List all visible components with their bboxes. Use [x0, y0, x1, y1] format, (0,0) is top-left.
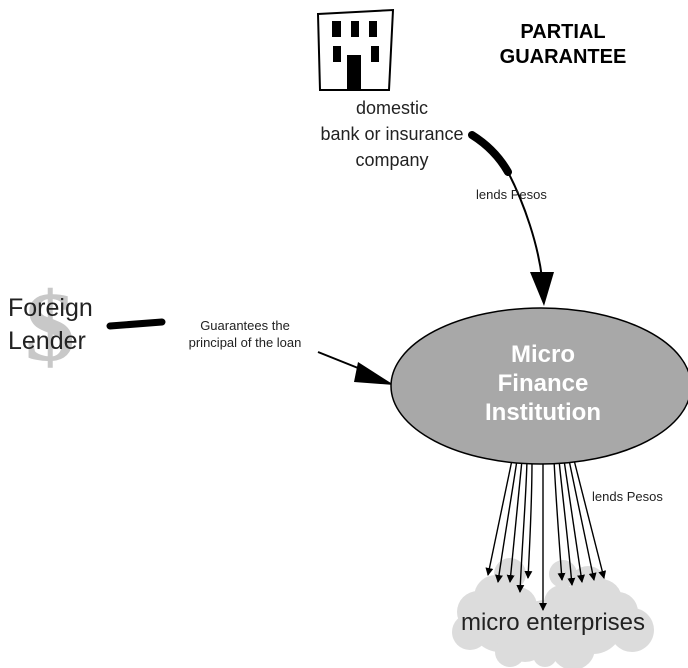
bank-to-mfi-label: lends Pesos: [476, 187, 547, 202]
guarantee-label-line-1: Guarantees the: [200, 318, 290, 333]
title-line-2: GUARANTEE: [499, 46, 627, 68]
diagram-title: PARTIAL GUARANTEE: [468, 20, 658, 70]
micro-enterprises-label: micro enterprises: [460, 609, 646, 636]
mfi-to-enterprises-label: lends Pesos: [592, 489, 663, 504]
foreign-lender-line-2: Lender: [8, 327, 86, 355]
title-line-1: PARTIAL: [520, 21, 606, 43]
bank-to-mfi-arrow: [468, 131, 554, 306]
mfi-label: Micro Finance Institution: [408, 340, 678, 427]
mfi-ellipse: [390, 307, 688, 465]
mfi-to-enterprises-arrows: [485, 459, 607, 611]
bank-label-line-3: company: [355, 150, 429, 170]
bank-label: domestic bank or insurance company: [262, 95, 522, 173]
dollar-sign-icon: $: [25, 271, 75, 382]
guarantee-label-line-2: principal of the loan: [188, 335, 302, 350]
svg-text:$: $: [25, 271, 75, 382]
bank-label-line-1: domestic: [355, 98, 429, 118]
building-icon: [316, 8, 395, 91]
bank-label-line-2: bank or insurance: [320, 124, 464, 144]
guarantee-label: Guarantees the principal of the loan: [160, 317, 330, 351]
foreign-lender-label: Foreign Lender: [8, 292, 93, 358]
mfi-label-line-3: Institution: [485, 399, 601, 426]
guarantee-arrow: [106, 318, 394, 385]
foreign-lender-line-1: Foreign: [8, 294, 93, 322]
mfi-label-line-2: Finance: [497, 370, 589, 397]
micro-enterprises-cluster: [452, 558, 654, 668]
mfi-label-line-1: Micro: [510, 341, 575, 368]
